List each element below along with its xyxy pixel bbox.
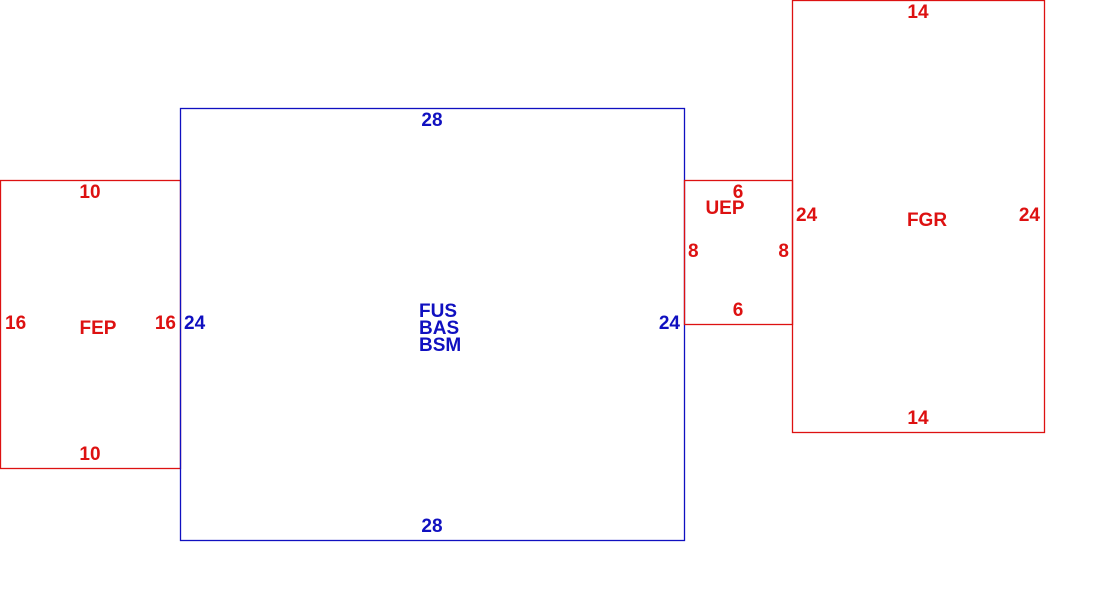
center-name-1: FUS xyxy=(419,301,457,322)
uep-bottom-value: 6 xyxy=(733,300,744,321)
center-top-value: 28 xyxy=(421,110,442,131)
uep-block: 6 6 8 8 UEP xyxy=(683,179,794,326)
fgr-right-value: 24 xyxy=(1019,205,1041,226)
fep-top-value: 10 xyxy=(79,182,100,203)
fgr-outline xyxy=(791,0,1046,434)
fgr-block: 14 14 24 24 FGR xyxy=(791,0,1046,434)
fep-left-value: 16 xyxy=(5,313,26,334)
uep-left-value: 8 xyxy=(688,241,699,262)
center-name-2: BAS xyxy=(419,318,459,339)
center-name-3: BSM xyxy=(419,335,461,356)
fgr-top-value: 14 xyxy=(907,2,929,23)
uep-right-value: 8 xyxy=(778,241,789,262)
center-block: 28 28 24 24 FUS BAS BSM xyxy=(179,107,686,542)
fgr-bottom-value: 14 xyxy=(907,408,929,429)
center-bottom-value: 28 xyxy=(421,516,442,537)
uep-top-value: 6 xyxy=(733,182,744,203)
uep-name: UEP xyxy=(705,198,744,219)
fep-name: FEP xyxy=(80,318,117,339)
fep-bottom-value: 10 xyxy=(79,444,100,465)
center-right-value: 24 xyxy=(659,313,681,334)
fgr-left-value: 24 xyxy=(796,205,818,226)
fgr-name: FGR xyxy=(907,210,947,231)
fep-right-value: 16 xyxy=(155,313,176,334)
center-left-value: 24 xyxy=(184,313,206,334)
fep-block: 10 10 16 16 FEP xyxy=(0,179,182,470)
